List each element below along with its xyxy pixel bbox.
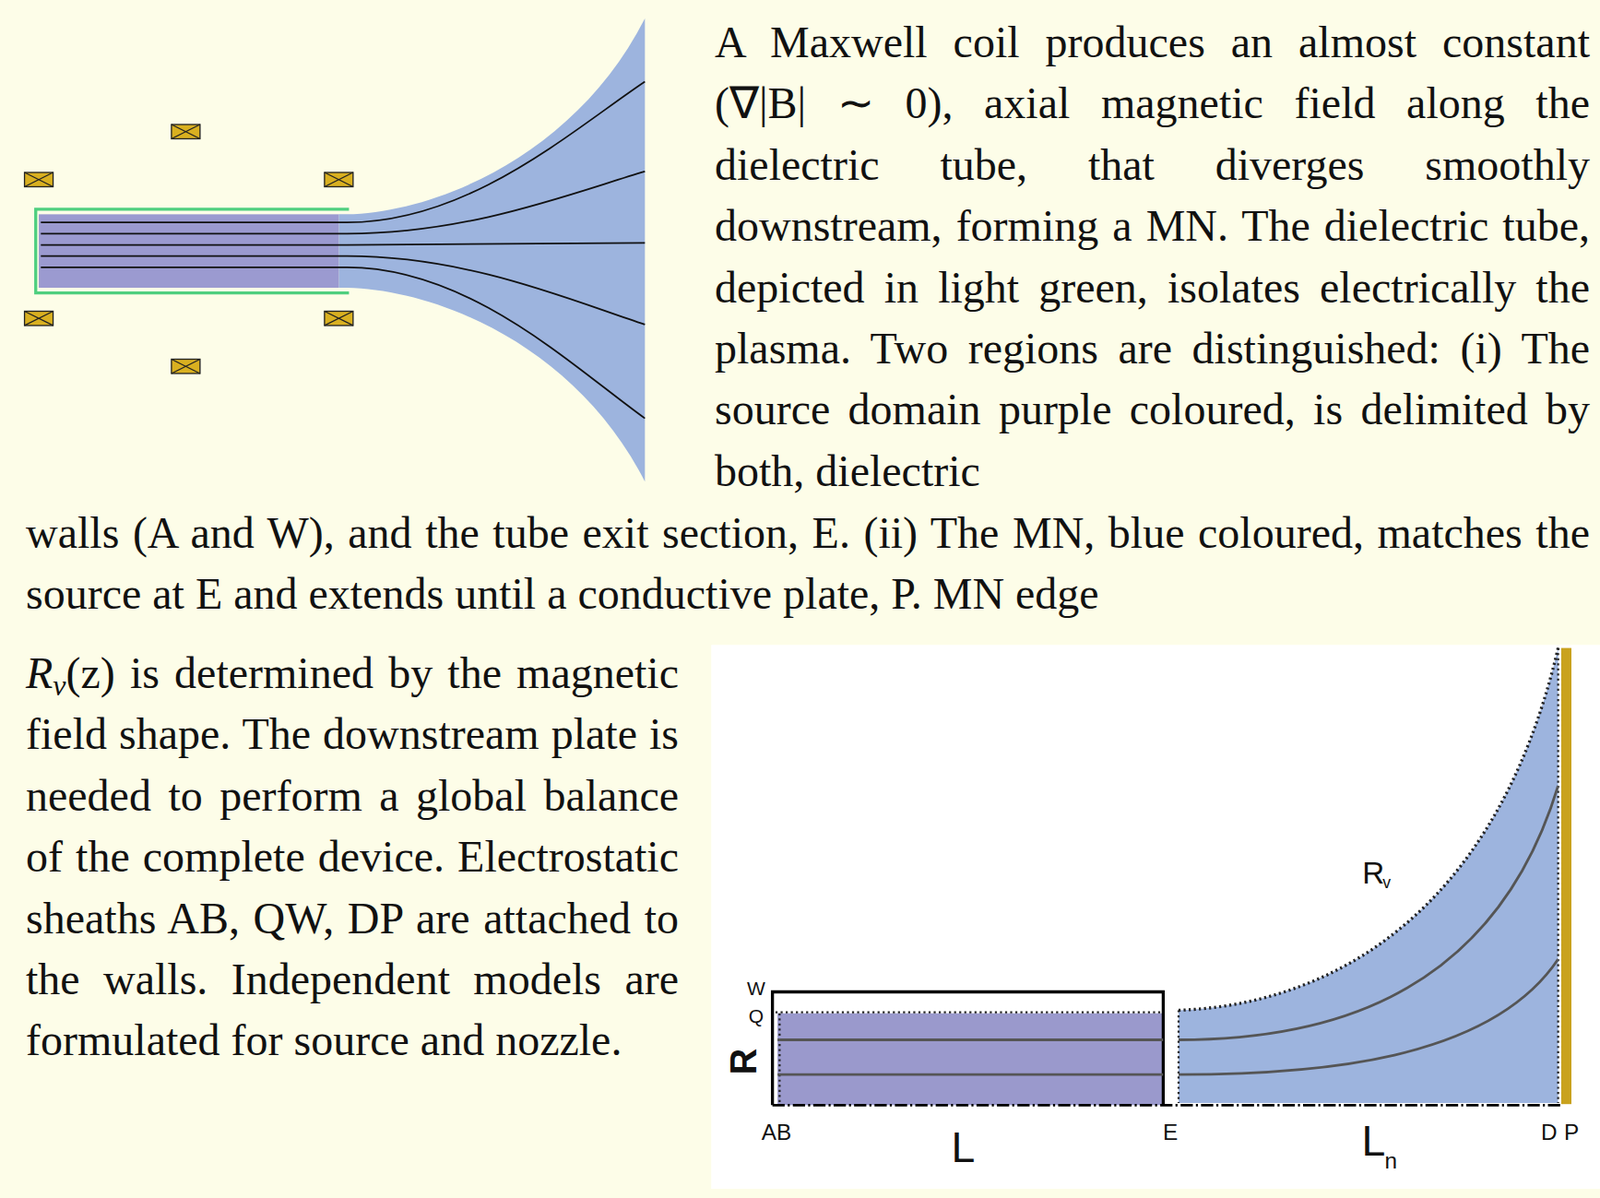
- coil-cross: [324, 172, 354, 187]
- coil-cross: [171, 124, 201, 139]
- coil-body: [171, 124, 201, 139]
- point-label: W: [746, 979, 766, 999]
- coil-body: [24, 310, 54, 325]
- paragraph: walls (A and W), and the tube exit secti…: [25, 502, 1590, 626]
- coil-body: [24, 172, 54, 187]
- paragraph: A Maxwell coil produces an almost consta…: [714, 11, 1590, 502]
- coil: [171, 358, 201, 373]
- coil: [24, 172, 54, 187]
- sheath-qw: [775, 1011, 1163, 1014]
- subscript: n: [1384, 1149, 1398, 1173]
- dimension-label: L: [1361, 1119, 1386, 1162]
- field-line: [40, 82, 645, 224]
- figure-ground: [711, 644, 1600, 1189]
- edge-label: R: [1362, 858, 1385, 889]
- point-label: AB: [761, 1121, 792, 1144]
- coil: [324, 172, 354, 187]
- point-label: E: [1162, 1121, 1178, 1144]
- subscript: v: [1382, 875, 1391, 892]
- conductive-plate: [1561, 648, 1572, 1105]
- math-symbol: R: [25, 648, 53, 698]
- domain-figure: [711, 644, 1600, 1189]
- point-label: Q: [748, 1007, 764, 1027]
- math-symbol: v: [52, 668, 66, 702]
- nozzle-edge: [1178, 648, 1559, 1011]
- nozzle-plasma: [338, 18, 645, 482]
- source-plasma: [38, 213, 339, 288]
- coil: [324, 310, 354, 325]
- field-lines: [40, 82, 645, 419]
- paragraph: Rv(z) is determined by the magnetic fiel…: [25, 642, 679, 1072]
- source-plasma: [777, 1013, 1163, 1106]
- coil-body: [324, 310, 354, 325]
- dielectric-wall: [772, 991, 1164, 1105]
- nozzle-plasma: [1178, 648, 1559, 1103]
- coil-cross: [324, 310, 354, 325]
- field-line: [40, 242, 645, 245]
- sheath-ab: [778, 1013, 781, 1106]
- coil-cross: [24, 172, 54, 187]
- coil: [171, 124, 201, 139]
- coil-body: [171, 358, 201, 373]
- coil-cross: [171, 358, 201, 373]
- exit-section: [1177, 1009, 1180, 1103]
- field-lines: [1178, 785, 1559, 1075]
- axis: [772, 1103, 1562, 1107]
- coil-cross: [24, 310, 54, 325]
- point-label: D: [1540, 1121, 1558, 1144]
- coil-body: [324, 172, 354, 187]
- paragraph-text: (z) is determined by the magnetic field …: [25, 648, 679, 1065]
- field-line: [40, 267, 645, 419]
- point-label: P: [1564, 1121, 1579, 1144]
- dimension-label: L: [951, 1125, 976, 1168]
- coils: [24, 124, 354, 374]
- dimension-label: R: [725, 1047, 763, 1075]
- field-line: [40, 171, 645, 234]
- field-lines: [777, 1039, 1163, 1075]
- sheath-dp: [1557, 648, 1560, 1103]
- maxwell-coil-figure: [24, 18, 646, 482]
- coil: [24, 310, 54, 325]
